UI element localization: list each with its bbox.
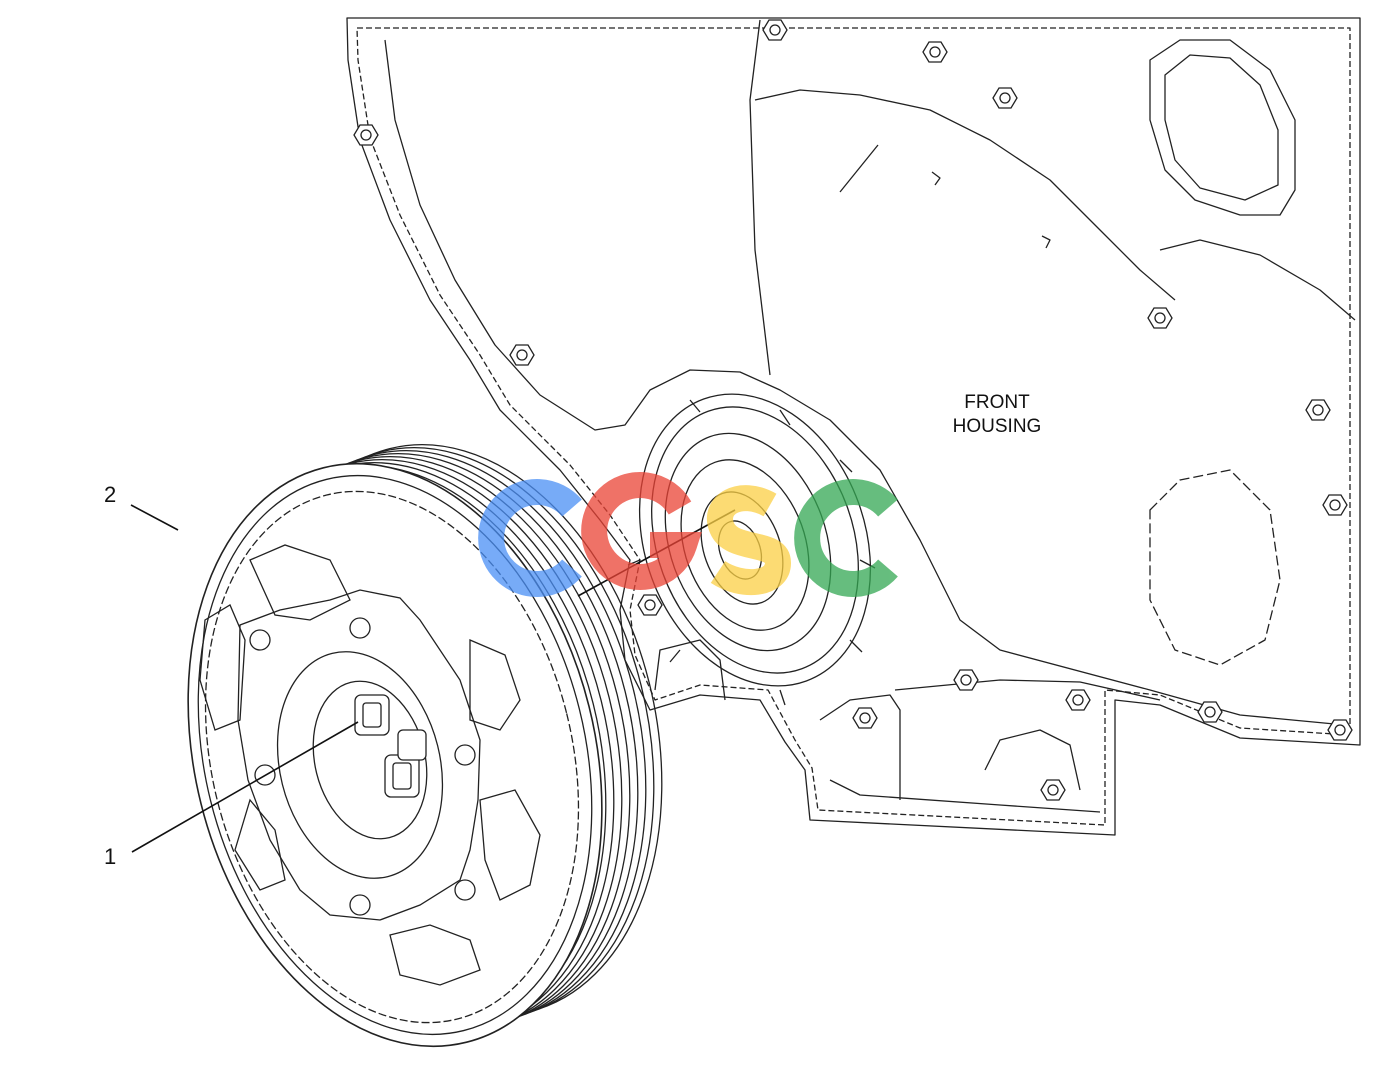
- watermark-letter-c2: [794, 479, 898, 597]
- watermark-letter-g: [581, 472, 702, 590]
- callout-number-1: 1: [104, 844, 117, 869]
- callout-number-2: 2: [104, 482, 117, 507]
- bolt: [953, 669, 979, 691]
- crankshaft-pulley: [187, 444, 663, 1048]
- bolt: [1305, 399, 1331, 421]
- leader-line-2: [130, 504, 179, 531]
- watermark-letter-s: [707, 485, 792, 596]
- leader-line-1: [131, 721, 359, 853]
- bolt: [1040, 779, 1066, 801]
- watermark-letter-c1: [478, 479, 582, 597]
- housing-bolts: [353, 19, 1353, 801]
- bolt: [509, 344, 535, 366]
- front-housing-label-line-2: HOUSING: [952, 416, 1042, 437]
- cgsc-watermark: [478, 472, 898, 597]
- bolt: [852, 707, 878, 729]
- bolt: [762, 19, 788, 41]
- bolt: [992, 87, 1018, 109]
- bolt: [922, 41, 948, 63]
- bolt: [353, 124, 379, 146]
- front-housing-label: FRONT HOUSING: [932, 391, 1062, 439]
- bolt: [1327, 719, 1353, 741]
- bolt: [637, 594, 663, 616]
- bolt: [1065, 689, 1091, 711]
- bolt: [1197, 701, 1223, 723]
- bolt: [1322, 494, 1348, 516]
- front-housing: [346, 17, 1361, 836]
- bolt: [1147, 307, 1173, 329]
- front-housing-label-line-1: FRONT: [964, 392, 1030, 413]
